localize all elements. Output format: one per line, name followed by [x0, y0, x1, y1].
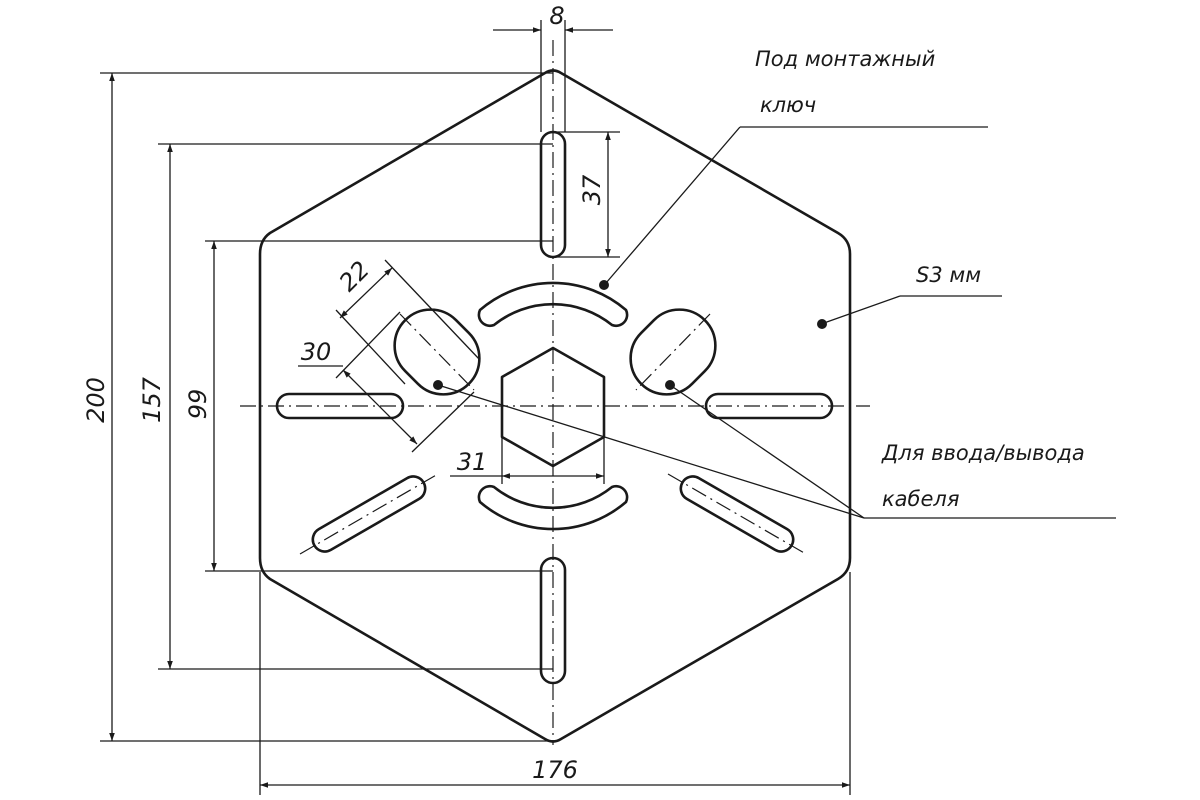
- note-wrench-line1: Под монтажный: [755, 47, 935, 71]
- note-cable-line1: Для ввода/вывода: [881, 441, 1085, 465]
- slot-lower-left-axis: [299, 473, 439, 555]
- note-wrench: Под монтажный ключ: [599, 47, 988, 290]
- dim-inner-span: 99: [184, 240, 553, 572]
- note-thickness-label: S3 мм: [916, 263, 981, 287]
- note-cable-dot-right: [665, 380, 675, 390]
- dim-slot-span: 157: [138, 143, 553, 670]
- dim-total-width: 176: [259, 572, 851, 795]
- dim-total-height-label: 200: [82, 377, 110, 423]
- note-thickness-dot: [817, 319, 827, 329]
- dim-slot-width: 8: [493, 2, 613, 132]
- note-cable: Для ввода/вывода кабеля: [433, 380, 1116, 519]
- cable-hole-left-axis: [399, 313, 475, 391]
- slot-right: [704, 392, 834, 420]
- dim-hex-width-label: 31: [457, 448, 488, 476]
- dim-slot-span-label: 157: [138, 376, 166, 423]
- dim-inner-span-label: 99: [184, 389, 212, 420]
- cable-hole-left: [393, 308, 481, 396]
- dim-slot-length-label: 37: [578, 174, 606, 205]
- note-cable-dot-left: [433, 380, 443, 390]
- plate-outline: [258, 69, 852, 743]
- cable-hole-right-axis: [635, 313, 711, 391]
- arc-slot-top: [477, 281, 629, 328]
- cable-hole-right: [629, 308, 717, 396]
- dim-slot-width-label: 8: [549, 2, 564, 30]
- dim-oval-length-label: 30: [301, 338, 332, 366]
- dim-slot-length: 37: [553, 131, 620, 258]
- note-wrench-line2: ключ: [760, 93, 816, 117]
- dim-total-height: 200: [82, 72, 553, 742]
- arc-slot-bottom: [477, 484, 629, 531]
- dim-oval-length: 30: [298, 311, 475, 453]
- note-cable-line2: кабеля: [882, 487, 959, 511]
- slot-lower-left: [311, 475, 427, 553]
- note-wrench-dot: [599, 280, 609, 290]
- dim-hex-width: 31: [450, 437, 605, 484]
- hex-hole: [500, 346, 606, 468]
- slot-lower-right: [679, 475, 795, 553]
- slot-bottom: [539, 556, 567, 685]
- dim-total-width-label: 176: [532, 756, 578, 784]
- note-thickness: S3 мм: [817, 263, 1002, 329]
- slot-lower-right-axis: [667, 473, 807, 555]
